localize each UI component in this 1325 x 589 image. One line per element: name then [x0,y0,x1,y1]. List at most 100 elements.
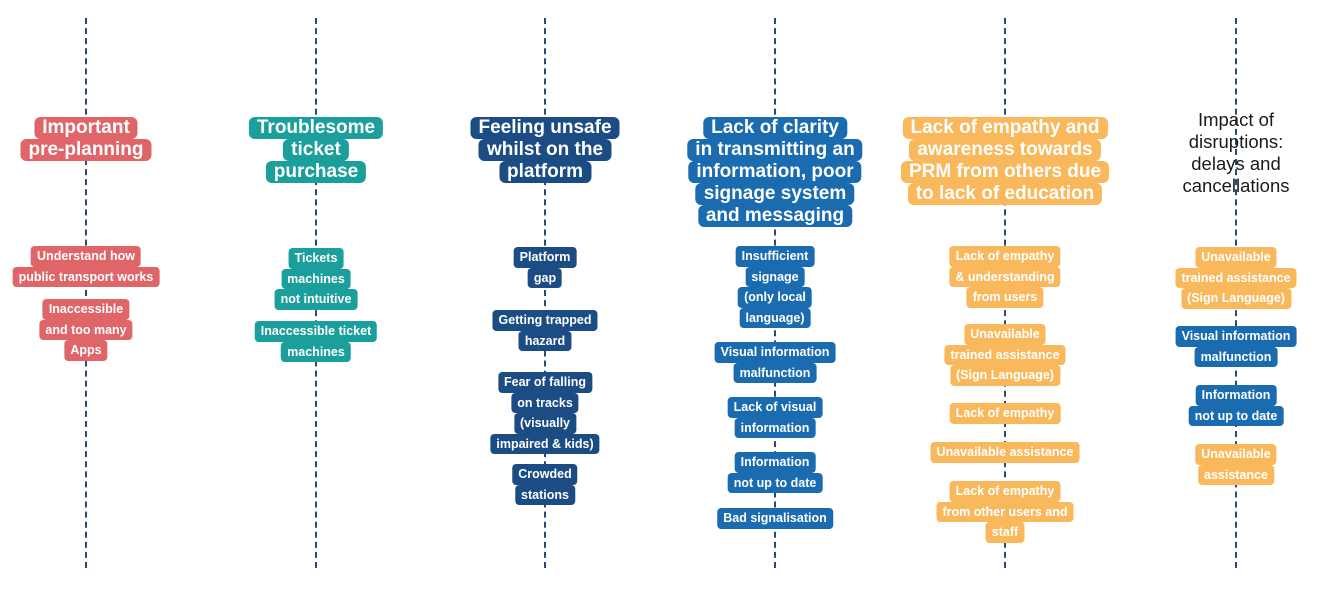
pain-point-line: Unavailable [964,324,1046,345]
column-header-line: Lack of clarity [703,117,847,139]
pain-point-line: malfunction [1194,346,1278,367]
pain-point-line: (only local [738,287,812,308]
pain-point-line: not intuitive [274,289,358,310]
pain-point-line: Inaccessible [42,299,130,320]
column-header-line: pre-planning [20,139,152,161]
column-header-line: Important [34,117,138,139]
column-header-line: to lack of education [907,183,1103,205]
pain-point-line: Information [734,452,816,473]
pain-point-line: information [734,417,816,438]
pain-point-line: staff [985,522,1025,543]
pain-point-line: from users [966,287,1044,308]
pain-point-line: not up to date [727,472,823,493]
pain-point-card: Lack of empathy [949,403,1061,424]
pain-point-line: Information [1195,385,1277,406]
column-header-line: awareness towards [909,139,1101,161]
column-header-line: cancellations [1182,175,1290,196]
column-header-line: information, poor [688,161,862,183]
pain-point-line: assistance [1198,464,1274,485]
pain-point-line: signage [745,266,805,287]
dashed-divider-line [85,18,87,568]
pain-point-line: Lack of empathy [949,481,1061,502]
column-header-line: purchase [265,161,367,183]
pain-point-line: Tickets [288,248,344,269]
pain-point-line: Bad signalisation [717,508,833,529]
pain-point-card: Bad signalisation [717,508,833,529]
pain-point-line: Platform [513,247,577,268]
column-header-line: Troublesome [248,117,384,139]
pain-point-line: (visually [513,413,577,434]
pain-point-line: Inaccessible ticket [254,321,378,342]
column-header-line: delays and [1191,153,1281,174]
pain-point-line: malfunction [733,362,817,383]
dashed-divider-line [544,18,546,568]
pain-point-line: machines [281,268,351,289]
pain-point-line: machines [281,341,351,362]
pain-point-line: Lack of visual [727,397,823,418]
pain-point-line: impaired & kids) [490,433,600,454]
column-header-line: Impact of [1197,109,1275,130]
pain-point-line: Unavailable [1195,444,1277,465]
column-header-line: platform [499,161,591,183]
pain-point-card: Unavailable assistance [930,442,1080,463]
pain-point-line: trained assistance [1175,267,1297,288]
pain-point-line: public transport works [12,266,160,287]
pain-point-line: Insufficient [735,246,815,267]
pain-point-line: on tracks [511,392,579,413]
pain-point-line: (Sign Language) [1181,288,1291,309]
pain-point-line: & understanding [949,266,1061,287]
column-header-line: Lack of empathy and [902,117,1108,139]
pain-point-line: Understand how [31,246,141,267]
pain-point-line: stations [515,484,575,505]
pain-point-line: from other users and [936,501,1074,522]
pain-point-line: gap [527,267,563,288]
pain-point-line: Getting trapped [492,310,598,331]
column-header-line: and messaging [697,205,853,227]
pain-point-line: Unavailable [1195,247,1277,268]
column-header-line: ticket [283,139,349,161]
pain-point-line: Unavailable assistance [930,442,1080,463]
pain-point-line: Apps [64,340,108,361]
pain-point-line: and too many [39,319,133,340]
column-header-line: disruptions: [1188,131,1284,152]
pain-point-line: Lack of empathy [949,403,1061,424]
pain-point-line: Crowded [512,464,578,485]
pain-point-line: Visual information [714,342,836,363]
pain-point-line: Visual information [1175,326,1297,347]
pain-point-line: hazard [518,330,572,351]
column-header-line: in transmitting an [687,139,863,161]
pain-point-line: Fear of falling [498,372,592,393]
pain-point-line: Lack of empathy [949,246,1061,267]
column-header-line: signage system [695,183,855,205]
pain-point-line: (Sign Language) [950,365,1060,386]
pain-point-line: not up to date [1188,405,1284,426]
column-header-line: Feeling unsafe [470,117,620,139]
pain-point-line: language) [739,307,811,328]
pain-point-line: trained assistance [944,344,1066,365]
column-header-line: whilst on the [478,139,612,161]
column-header-line: PRM from others due [900,161,1110,183]
